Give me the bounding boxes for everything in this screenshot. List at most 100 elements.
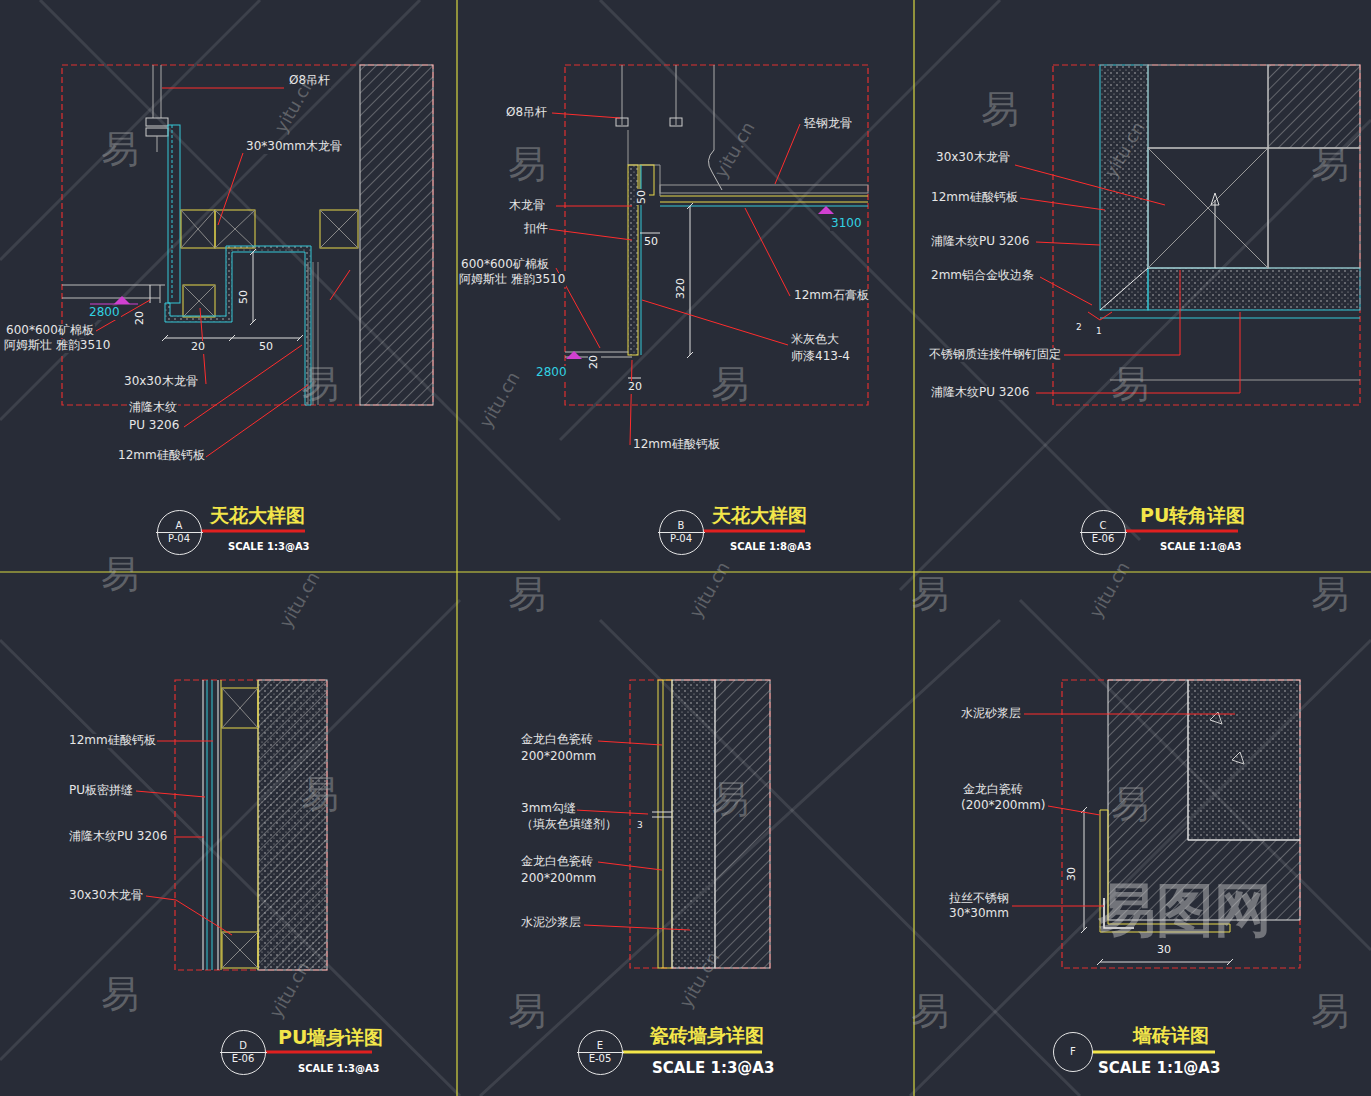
ceiling-section-a — [62, 65, 433, 405]
dimension-text: 20 — [134, 310, 147, 326]
watermark: 易 — [301, 773, 339, 817]
callout-text: 12mm石膏板 — [793, 289, 870, 303]
watermark: 易图网 — [1098, 877, 1272, 944]
sheet-divider — [0, 571, 1371, 572]
watermark: 易 — [981, 88, 1019, 132]
wall-tile-corner — [1100, 962, 1230, 963]
watermark: yitu.cn — [476, 368, 524, 431]
ceiling-section-a — [146, 128, 168, 136]
pu-wall-section — [222, 688, 258, 728]
leader-line — [218, 153, 243, 225]
callout-text: 拉丝不锈钢 — [948, 892, 1010, 906]
pu-corner-section — [1100, 268, 1148, 310]
pu-corner-section — [1148, 148, 1268, 268]
sheet-number: P-04 — [668, 533, 694, 545]
watermark-lines — [600, 0, 1140, 540]
ceiling-section-a — [183, 285, 215, 317]
callout-text: （填灰色填缝剂） — [520, 818, 618, 832]
detail-frame — [630, 680, 770, 968]
drawing-title: PU转角详图 — [1140, 505, 1245, 527]
callout-text: 米灰色大 — [790, 333, 840, 347]
drawing-title: PU墙身详图 — [278, 1027, 383, 1049]
ceiling-section-a — [162, 335, 168, 341]
callout-text: 不锈钢质连接件钢钉固定 — [928, 348, 1062, 362]
watermark: 易 — [1311, 143, 1349, 187]
dimension-text: 30 — [1066, 866, 1079, 882]
pu-wall-section — [203, 680, 327, 970]
leader-line — [548, 113, 800, 445]
title-underline — [195, 531, 1238, 1052]
callout-text: 浦隆木纹PU 3206 — [930, 386, 1030, 400]
ceiling-section-a — [181, 210, 215, 248]
callout-text: 浦隆木纹PU 3206 — [68, 830, 168, 844]
ceiling-section-a — [181, 210, 215, 248]
ceiling-section-a — [62, 298, 160, 299]
ceiling-section-b — [628, 378, 641, 379]
dimension-text: 50 — [643, 236, 659, 249]
ceiling-section-a — [320, 210, 358, 248]
watermark-lines — [40, 0, 560, 520]
leader-line — [630, 360, 632, 445]
watermark-lines — [910, 640, 1371, 1096]
title-underline — [263, 1051, 372, 1054]
pu-corner-section — [1100, 65, 1148, 310]
ceiling-section-b — [690, 206, 691, 355]
watermark: 易 — [101, 128, 139, 172]
detail-frame — [1053, 65, 1360, 405]
ceiling-section-b — [640, 233, 660, 234]
leader-line — [1012, 906, 1104, 907]
detail-bubble: BP-04 — [659, 510, 704, 555]
ceiling-section-a — [172, 125, 173, 300]
detail-letter: D — [220, 1040, 267, 1053]
detail-letter: A — [156, 520, 203, 533]
ceiling-section-b — [616, 118, 628, 126]
scale-note: SCALE 1:3@A3 — [652, 1060, 774, 1077]
pu-corner-section — [1088, 65, 1360, 380]
callout-text: PU 3206 — [128, 419, 180, 433]
ceiling-section-a — [320, 210, 358, 248]
detail-letter: F — [1068, 1046, 1078, 1058]
ceiling-section-b — [818, 206, 834, 214]
watermark: 易 — [508, 143, 546, 187]
callout-text: 水泥砂浆层 — [960, 707, 1022, 721]
dimension-text: 20 — [190, 341, 206, 354]
detail-bubble: AP-04 — [157, 510, 202, 555]
detail-frame — [62, 65, 1360, 970]
scale-note: SCALE 1:3@A3 — [228, 541, 310, 553]
watermark-lines — [0, 0, 260, 260]
elevation-mark: 2800 — [535, 366, 568, 380]
callout-text: 30*30mm木龙骨 — [245, 140, 343, 154]
callout-text: 12mm硅酸钙板 — [117, 449, 206, 463]
leader-line — [584, 925, 690, 930]
callout-text: 金龙白瓷砖 — [962, 783, 1024, 797]
ceiling-section-b — [660, 202, 868, 203]
tile-wall-section — [663, 680, 664, 968]
leader-line — [136, 791, 205, 797]
ceiling-section-a — [183, 285, 215, 317]
ceiling-section-b — [565, 65, 868, 378]
leader-line — [150, 741, 213, 742]
sheet-divider — [913, 0, 914, 1096]
scale-note: SCALE 1:3@A3 — [298, 1063, 380, 1075]
callout-text: 浦隆木纹PU 3206 — [930, 235, 1030, 249]
watermark-lines — [0, 640, 460, 1096]
title-underline — [697, 530, 805, 533]
ceiling-section-a — [181, 210, 215, 248]
callout-text: 扣件 — [523, 222, 549, 236]
ceiling-section-a — [153, 65, 154, 118]
detail-frame — [175, 680, 327, 970]
callout-text: 12mm硅酸钙板 — [68, 734, 157, 748]
detail-frame — [565, 65, 868, 405]
pu-wall-section — [222, 688, 258, 728]
callout-text: 30x30木龙骨 — [68, 889, 144, 903]
wall-tile-corner — [1081, 680, 1300, 965]
detail-letter: C — [1080, 520, 1127, 533]
watermark-lines — [1020, 600, 1371, 950]
dimension-text: 1 — [1096, 326, 1102, 336]
watermark: 易 — [711, 363, 749, 407]
detail-bubble: F — [1053, 1032, 1093, 1072]
callout-text: 600*600矿棉板 — [460, 258, 550, 272]
callout-text: 12mm硅酸钙板 — [632, 438, 721, 452]
